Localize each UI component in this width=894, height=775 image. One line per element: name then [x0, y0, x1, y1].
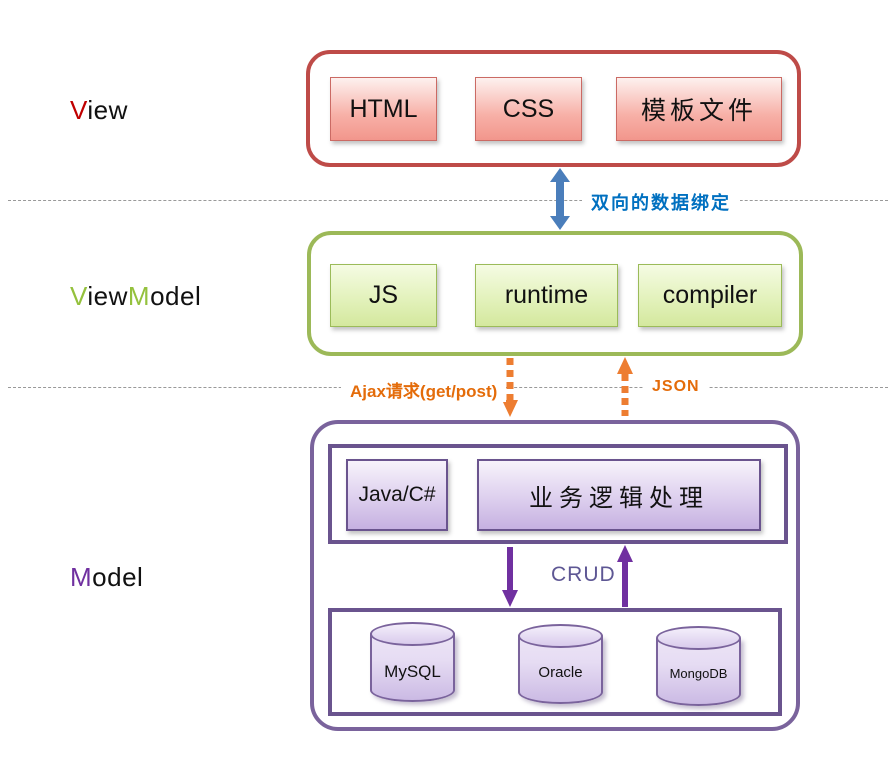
layer-label-model: Model — [70, 562, 143, 593]
crud-down-arrow-icon — [502, 547, 518, 607]
ajax-down-arrow-icon — [502, 358, 518, 417]
mysql-database-cylinder: MySQL — [370, 622, 455, 702]
ajax-label: Ajax请求(get/post) — [341, 377, 507, 402]
separator-view-viewmodel — [8, 200, 888, 201]
viewmodel-label-head2: M — [127, 281, 151, 311]
bidirectional-arrow-icon — [550, 168, 570, 230]
binding-label: 双向的数据绑定 — [582, 189, 740, 215]
cylinder-top — [370, 622, 455, 646]
cylinder-top — [518, 624, 603, 648]
template-file-box: 模板文件 — [616, 77, 782, 141]
view-label-tail: iew — [87, 95, 128, 125]
layer-label-viewmodel: ViewModel — [70, 281, 201, 312]
crud-up-arrow-icon — [617, 545, 633, 607]
layer-label-view: View — [70, 95, 128, 126]
viewmodel-label-head1: V — [70, 281, 88, 311]
crud-label: CRUD — [551, 563, 616, 586]
model-label-head: M — [70, 562, 93, 592]
json-label: JSON — [643, 378, 709, 396]
json-up-arrow-icon — [617, 357, 633, 416]
css-box: CSS — [475, 77, 582, 141]
viewmodel-label-tail1: iew — [87, 281, 128, 311]
oracle-label: Oracle — [538, 664, 583, 681]
runtime-box: runtime — [475, 264, 618, 327]
html-box: HTML — [330, 77, 437, 141]
viewmodel-label-tail2: odel — [150, 281, 202, 311]
mysql-label: MySQL — [384, 662, 441, 681]
view-label-head: V — [70, 95, 88, 125]
model-label-tail: odel — [92, 562, 144, 592]
oracle-database-cylinder: Oracle — [518, 624, 603, 704]
mongodb-label: MongoDB — [669, 666, 728, 681]
js-box: JS — [330, 264, 437, 327]
cylinder-top — [656, 626, 741, 650]
mongodb-database-cylinder: MongoDB — [656, 626, 741, 706]
compiler-box: compiler — [638, 264, 782, 327]
business-logic-box: 业务逻辑处理 — [477, 459, 761, 531]
java-csharp-box: Java/C# — [346, 459, 448, 531]
